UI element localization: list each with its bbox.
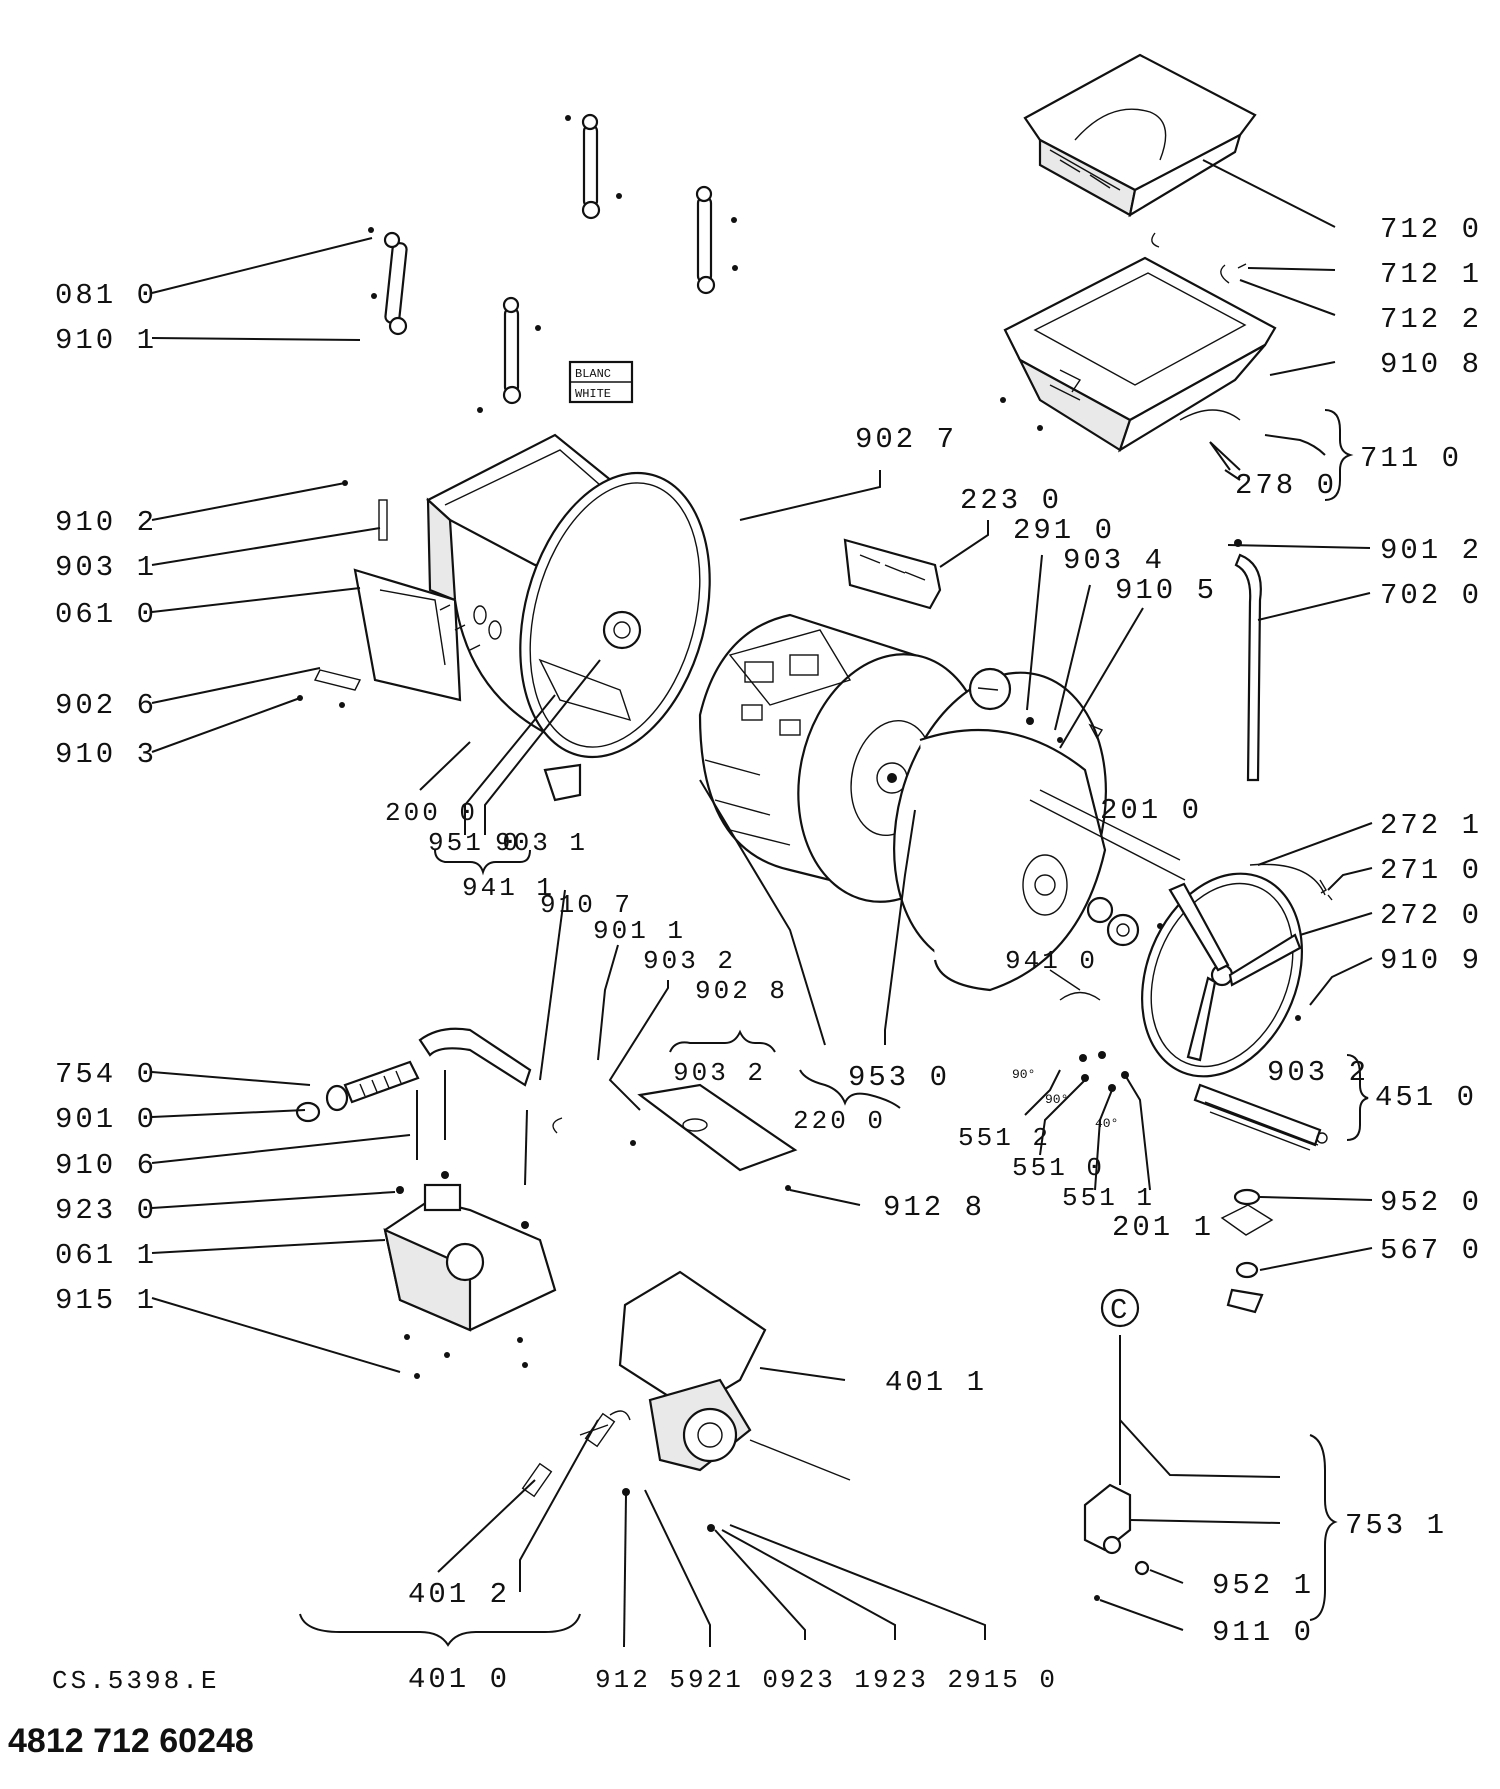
angle-marks: 90° 90° 40° xyxy=(1012,1067,1118,1131)
shock-absorber-center-top xyxy=(565,113,622,220)
label-912-5: 912 5 xyxy=(595,1665,688,1695)
motor-drawing xyxy=(521,1270,851,1532)
label-200-0: 200 0 xyxy=(385,798,478,828)
label-910-6: 910 6 xyxy=(55,1149,157,1182)
blanc-white-tag: BLANC WHITE xyxy=(568,360,634,404)
hose-754-drawing xyxy=(295,1027,532,1123)
shock-absorber-left xyxy=(368,227,408,336)
label-910-7: 910 7 xyxy=(540,890,633,920)
label-910-1: 910 1 xyxy=(55,324,157,357)
label-081-0: 081 0 xyxy=(55,279,157,312)
heater-element-drawing xyxy=(1193,1083,1328,1151)
label-951-0: 951 0 xyxy=(428,828,521,858)
label-901-0: 901 0 xyxy=(55,1103,157,1136)
label-223-0: 223 0 xyxy=(960,484,1062,517)
pulley-wheel-drawing xyxy=(1141,863,1333,1078)
label-903-1-b: 903 1 xyxy=(495,828,588,858)
label-923-1: 923 1 xyxy=(780,1665,873,1695)
label-278-0: 278 0 xyxy=(1235,469,1337,502)
label-941-1: 941 1 xyxy=(462,873,555,903)
footer: CS.5398.E 4812 712 60248 xyxy=(8,1666,254,1760)
pressure-switch-drawing xyxy=(1083,1335,1150,1601)
label-921-0: 921 0 xyxy=(688,1665,781,1695)
label-923-0: 923 0 xyxy=(55,1194,157,1227)
label-061-0: 061 0 xyxy=(55,598,157,631)
label-201-0: 201 0 xyxy=(1100,794,1202,827)
svg-text:90°: 90° xyxy=(1045,1092,1068,1107)
label-910-2: 910 2 xyxy=(55,506,157,539)
label-201-1: 201 1 xyxy=(1112,1211,1214,1244)
label-903-1: 903 1 xyxy=(55,551,157,584)
label-952-0: 952 0 xyxy=(1380,1186,1482,1219)
label-401-2: 401 2 xyxy=(408,1578,510,1611)
part-labels: 712 0 712 1 712 2 910 8 711 0 278 0 081 … xyxy=(55,213,1482,1696)
label-903-2-a: 903 2 xyxy=(643,946,736,976)
shock-absorber-drawings xyxy=(368,113,738,413)
label-754-0: 754 0 xyxy=(55,1058,157,1091)
label-915-1: 915 1 xyxy=(55,1284,157,1317)
circle-c-letter: C xyxy=(1110,1294,1130,1327)
shock-absorber-white xyxy=(477,296,541,413)
label-271-0: 271 0 xyxy=(1380,854,1482,887)
label-953-0: 953 0 xyxy=(848,1061,950,1094)
label-912-8: 912 8 xyxy=(883,1191,985,1224)
label-903-2-c: 903 2 xyxy=(1267,1056,1369,1089)
label-272-1: 272 1 xyxy=(1380,809,1482,842)
label-712-1: 712 1 xyxy=(1380,258,1482,291)
small-part-223-drawing xyxy=(843,538,942,610)
label-952-1: 952 1 xyxy=(1212,1569,1314,1602)
label-061-1: 061 1 xyxy=(55,1239,157,1272)
label-401-1: 401 1 xyxy=(885,1366,987,1399)
label-551-2: 551 2 xyxy=(958,1123,1051,1153)
label-901-2: 901 2 xyxy=(1380,534,1482,567)
circle-c-marker: C xyxy=(1100,1288,1140,1328)
part-number: 4812 712 60248 xyxy=(8,1722,254,1760)
pump-base-drawing xyxy=(383,1070,557,1379)
label-923-2: 923 2 xyxy=(873,1665,966,1695)
label-291-0: 291 0 xyxy=(1013,514,1115,547)
hose-702-drawing xyxy=(1234,539,1262,782)
label-901-1: 901 1 xyxy=(593,916,686,946)
label-910-8: 910 8 xyxy=(1380,348,1482,381)
label-551-0: 551 0 xyxy=(1012,1153,1105,1183)
tub-front-drawing xyxy=(297,433,711,802)
label-910-9: 910 9 xyxy=(1380,944,1482,977)
label-902-6: 902 6 xyxy=(55,689,157,722)
label-911-0: 911 0 xyxy=(1212,1616,1314,1649)
label-903-2-b: 903 2 xyxy=(673,1058,766,1088)
label-711-0: 711 0 xyxy=(1360,442,1462,475)
braces xyxy=(299,409,1369,1647)
label-712-0: 712 0 xyxy=(1380,213,1482,246)
label-910-3: 910 3 xyxy=(55,738,157,771)
leader-lines xyxy=(151,159,1373,1648)
detergent-drawer-drawing xyxy=(1023,53,1257,248)
shock-absorber-right xyxy=(695,185,738,295)
label-401-0: 401 0 xyxy=(408,1663,510,1696)
tub-rear-drawing xyxy=(893,667,1186,1001)
label-902-7: 902 7 xyxy=(855,423,957,456)
tag-white: WHITE xyxy=(575,387,611,401)
drawer-housing-drawing xyxy=(1000,256,1277,453)
label-903-4: 903 4 xyxy=(1063,544,1165,577)
label-702-0: 702 0 xyxy=(1380,579,1482,612)
label-712-2: 712 2 xyxy=(1380,303,1482,336)
label-902-8: 902 8 xyxy=(695,976,788,1006)
label-220-0: 220 0 xyxy=(793,1106,886,1136)
svg-text:90°: 90° xyxy=(1012,1067,1035,1082)
cover-plate-drawing xyxy=(552,1083,798,1191)
label-272-0: 272 0 xyxy=(1380,899,1482,932)
drawing-code: CS.5398.E xyxy=(52,1666,219,1696)
label-451-0: 451 0 xyxy=(1375,1081,1477,1114)
label-753-1: 753 1 xyxy=(1345,1509,1447,1542)
seal-parts-drawing xyxy=(1220,1188,1274,1314)
label-567-0: 567 0 xyxy=(1380,1234,1482,1267)
label-915-0: 915 0 xyxy=(965,1665,1058,1695)
svg-text:40°: 40° xyxy=(1095,1116,1118,1131)
tag-blanc: BLANC xyxy=(575,367,611,381)
thermostat-cluster-drawing xyxy=(1079,1051,1129,1092)
label-941-0: 941 0 xyxy=(1005,946,1098,976)
label-551-1: 551 1 xyxy=(1062,1183,1155,1213)
label-910-5: 910 5 xyxy=(1115,574,1217,607)
